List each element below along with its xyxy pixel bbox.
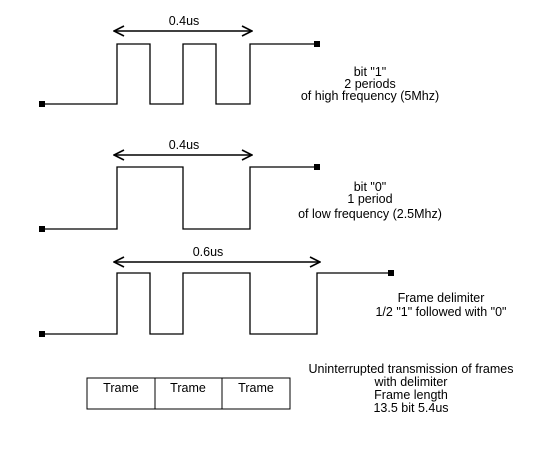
frame-delimiter-start-dot [39,331,45,337]
bit-one-description-line2: 2 periods [344,77,395,91]
frame-transmission: Trame Trame Trame Uninterrupted transmis… [86,362,514,415]
transmission-description-line4: 13.5 bit 5.4us [373,401,448,415]
transmission-description-line3: Frame length [374,388,448,402]
frame-box-2 [154,377,223,410]
frame-box-3 [221,377,291,410]
bit-zero-start-dot [39,226,45,232]
frame-delimiter-signal: 0.6us Frame delimiter 1/2 "1" followed w… [39,245,507,337]
frame-label-3: Trame [238,381,274,395]
bit-one-end-dot [314,41,320,47]
bit-one-duration-label: 0.4us [169,14,200,28]
bit-zero-description-line1: bit "0" [354,180,387,194]
bit-one-signal: 0.4us bit "1" 2 periods of high frequenc… [39,14,439,107]
bit-zero-description-line3: of low frequency (2.5Mhz) [298,207,442,221]
frame-box-1 [86,377,156,410]
bit-zero-duration-label: 0.4us [169,138,200,152]
bit-zero-signal: 0.4us bit "0" 1 period of low frequency … [39,138,442,232]
frame-label-1: Trame [103,381,139,395]
transmission-description-line1: Uninterrupted transmission of frames [309,362,514,376]
bit-zero-waveform [42,166,317,230]
frame-delimiter-end-dot [388,270,394,276]
bit-zero-description-line2: 1 period [347,192,392,206]
frame-label-2: Trame [170,381,206,395]
frame-delimiter-description-line1: Frame delimiter [398,291,485,305]
bit-one-start-dot [39,101,45,107]
bit-zero-end-dot [314,164,320,170]
transmission-description-line2: with delimiter [374,375,448,389]
frame-delimiter-waveform [42,272,391,335]
bit-one-description-line1: bit "1" [354,65,387,79]
bit-one-waveform [42,43,317,105]
bit-one-description-line3: of high frequency (5Mhz) [301,89,439,103]
frame-delimiter-duration-label: 0.6us [193,245,224,259]
frame-delimiter-description-line2: 1/2 "1" followed with "0" [375,305,506,319]
